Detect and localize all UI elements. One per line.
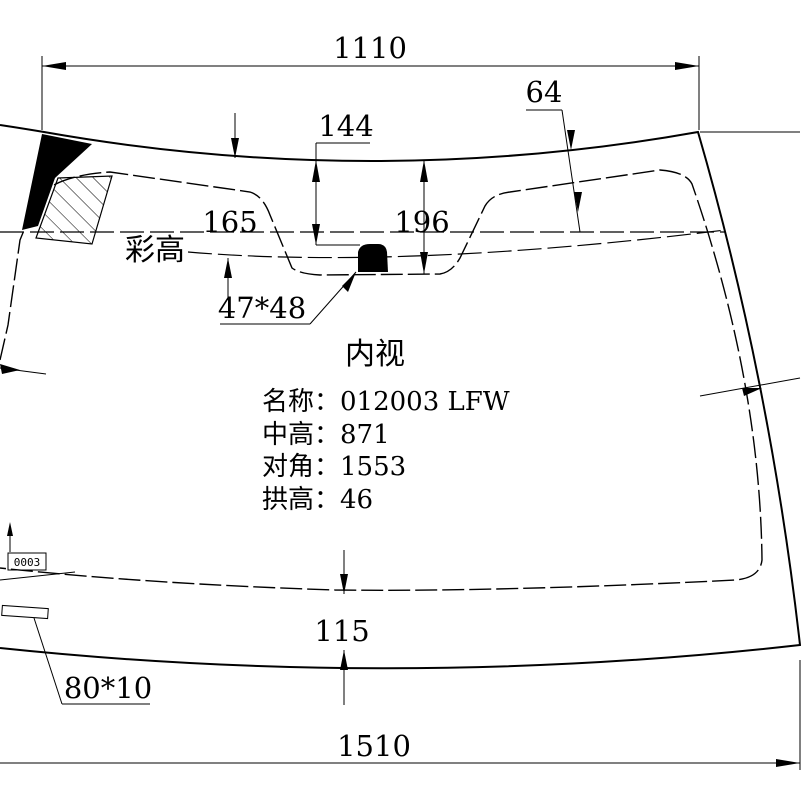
shade-band-curve [187,229,726,259]
sensor-pad [358,244,388,272]
info-arch-row: 拱高：46 [262,485,373,515]
dim-label-size: 80*10 [64,671,152,705]
info-name-key: 名称： [262,387,340,417]
dim-bracket-width: 144 [318,109,373,143]
stamp-box [7,552,47,571]
info-diagonal-key: 对角： [262,452,340,482]
info-height-value: 871 [340,420,390,450]
black-corner-block [22,134,92,230]
info-name-value: 012003 LFW [340,387,510,417]
info-height-row: 中高：871 [262,420,390,450]
info-height-key: 中高： [262,420,340,450]
shade-band-label: 彩高 [125,233,185,268]
frit-inner-boundary [0,169,763,591]
stamp-label: 0003 [14,556,41,569]
dim-edge-band: 64 [526,75,563,109]
glass-outline [0,124,801,670]
hatched-area [35,175,113,245]
dim-sensor-size: 47*48 [218,291,306,325]
info-arch-key: 拱高： [262,485,340,515]
info-arch-value: 46 [340,485,373,515]
dim-bracket-depth: 196 [394,205,449,239]
dim-top-width: 1110 [333,31,407,65]
label-rect [1,604,49,620]
dim-bottom-width: 1510 [337,729,411,763]
info-diagonal-value: 1553 [340,452,406,482]
dim-bottom-band: 115 [314,614,369,648]
info-diagonal-row: 对角：1553 [262,452,406,482]
dim-left-band-depth: 165 [202,205,257,239]
info-name-row: 名称：012003 LFW [262,387,510,417]
view-label: 内视 [345,337,405,372]
